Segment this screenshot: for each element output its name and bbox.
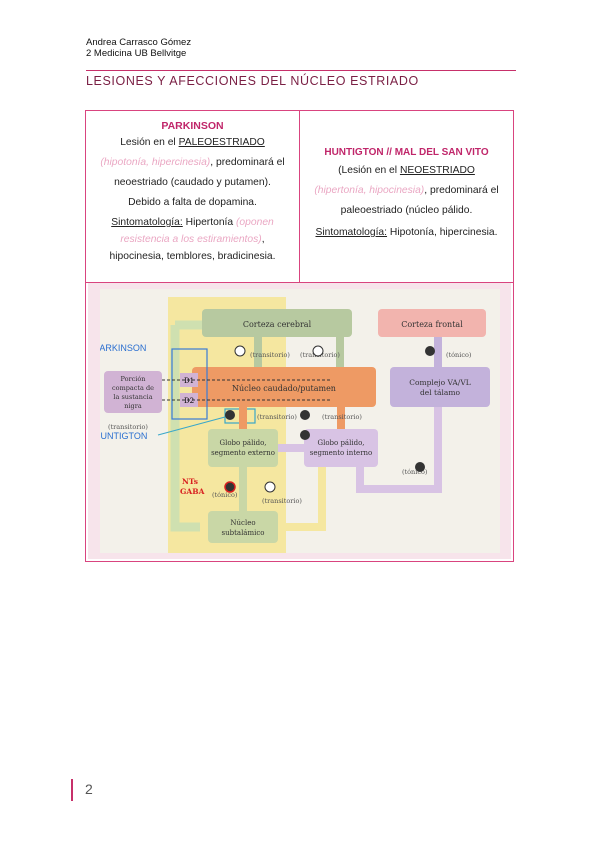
pink-note: (oponen [236, 217, 274, 228]
inhibitory-icon [425, 346, 435, 356]
complejo-va-label-2: del tálamo [420, 388, 460, 397]
text-span: , [261, 234, 265, 245]
transitorio-label: (transitorio) [257, 413, 297, 421]
huntington-heading: HUNTIGTON // MAL DEL SAN VITO [324, 147, 489, 158]
parkinson-text: Lesión en el PALEOESTRIADO (hipotonía, h… [86, 133, 299, 267]
page-number: 2 [85, 781, 93, 797]
diagram-cell: Corteza cerebral Corteza frontal Núcleo … [86, 283, 513, 561]
sintomatologia-label: Sintomatología: [315, 227, 388, 238]
text-span: Hipotonía, hipercinesia. [387, 227, 498, 238]
page-marker [71, 779, 73, 801]
nucleo-subtalamico-label-1: Núcleo [230, 519, 255, 527]
huntington-text: (Lesión en el NEOESTRIADO (hipertonía, h… [300, 161, 513, 243]
row-divider [86, 282, 513, 283]
d1-label: D1 [184, 377, 194, 385]
green-path [170, 325, 200, 532]
corteza-cerebral-box [202, 309, 352, 337]
lesions-table: PARKINSON Lesión en el PALEOESTRIADO (hi… [85, 110, 514, 562]
huntigton-label: HUNTIGTON [100, 431, 147, 441]
globo-interno-box [304, 429, 378, 467]
pink-note: (hipotonía, hipercinesia) [100, 157, 211, 168]
nucleo-caudado-box [192, 367, 376, 407]
corteza-frontal-box [378, 309, 486, 337]
sustancia-nigra-label-1: Porción [121, 375, 146, 383]
sustancia-nigra-label-4: nigra [124, 402, 142, 410]
excitatory-icon [234, 345, 246, 357]
corteza-frontal-label: Corteza frontal [401, 320, 463, 329]
pink-note: (hipertonía, hipocinesia) [314, 185, 425, 196]
globo-interno-label-1: Globo pálido, [317, 439, 364, 447]
document-header: Andrea Carrasco Gómez 2 Medicina UB Bell… [86, 37, 191, 59]
text-line: hipocinesia, temblores, bradicinesia. [109, 251, 276, 262]
globo-externo-box [208, 429, 278, 467]
text-span: , predominará el [210, 157, 285, 168]
basal-ganglia-diagram: Corteza cerebral Corteza frontal Núcleo … [100, 289, 500, 553]
course-name: 2 Medicina UB Bellvitge [86, 48, 187, 59]
inhibitory-icon [300, 430, 310, 440]
title-rule [86, 70, 516, 71]
transitorio-label: (transitorio) [262, 497, 302, 505]
parkinson-heading: PARKINSON [161, 120, 224, 132]
globo-interno-label-2: segmento interno [310, 449, 373, 457]
transitorio-label: (transitorio) [322, 413, 362, 421]
gaba-note: GABA [180, 487, 205, 496]
text-span: , predominará el [424, 185, 499, 196]
sustancia-nigra-label-2: compacta de [112, 384, 154, 392]
arrow [356, 407, 442, 493]
inhibitory-icon [300, 410, 310, 420]
huntington-cell: HUNTIGTON // MAL DEL SAN VITO (Lesión en… [300, 111, 513, 282]
arrow [278, 467, 326, 531]
text-span: Lesión en el [120, 137, 179, 148]
globo-externo-label-1: Globo pálido, [219, 439, 266, 447]
text-line: Debido a falta de dopamina. [128, 197, 257, 208]
tonico-label: (tónico) [446, 351, 472, 359]
tonico-label: (tónico) [212, 491, 238, 499]
parkinson-cell: PARKINSON Lesión en el PALEOESTRIADO (hi… [86, 111, 300, 282]
text-span: Hipertonía [182, 217, 236, 228]
pink-note: resistencia a los estiramientos) [120, 234, 262, 245]
corteza-cerebral-label: Corteza cerebral [243, 320, 312, 329]
nts-note: NTs [182, 477, 198, 486]
nucleo-subtalamico-box [208, 511, 278, 543]
inhibitory-icon [415, 462, 425, 472]
inhibitory-icon [225, 410, 235, 420]
paleoestriado-term: PALEOESTRIADO [178, 137, 265, 148]
transitorio-label: (transitorio) [108, 423, 148, 431]
huntigton-pointer [157, 416, 226, 436]
neoestriado-term: NEOESTRIADO [399, 165, 475, 176]
text-span: (Lesión en el [338, 165, 400, 176]
tonico-label: (tónico) [402, 468, 428, 476]
complejo-va-box [390, 367, 490, 407]
parkinson-highlight [171, 348, 208, 420]
excitatory-icon [312, 345, 324, 357]
sustancia-nigra-box [104, 371, 162, 413]
excitatory-icon [264, 481, 276, 493]
sintomatologia-label: Sintomatología: [111, 217, 183, 228]
sustancia-nigra-label-3: la sustancia [113, 393, 152, 401]
transitorio-label: (transitorio) [250, 351, 290, 359]
page-title: LESIONES Y AFECCIONES DEL NÚCLEO ESTRIAD… [86, 74, 419, 88]
complejo-va-label: Complejo VA/VL [409, 378, 470, 387]
parkinson-label: PARKINSON [100, 343, 146, 353]
nucleo-subtalamico-label-2: subtalámico [222, 529, 265, 537]
text-line: neoestriado (caudado y putamen). [114, 177, 271, 188]
text-line: paleoestriado (núcleo pálido. [340, 205, 473, 216]
author-name: Andrea Carrasco Gómez [86, 37, 192, 48]
d2-label: D2 [184, 397, 194, 405]
globo-externo-label-2: segmento externo [211, 449, 275, 457]
yellow-region [168, 297, 286, 553]
inhibitory-icon [224, 481, 236, 493]
nucleo-caudado-label: Núcleo caudado/putamen [232, 384, 336, 393]
